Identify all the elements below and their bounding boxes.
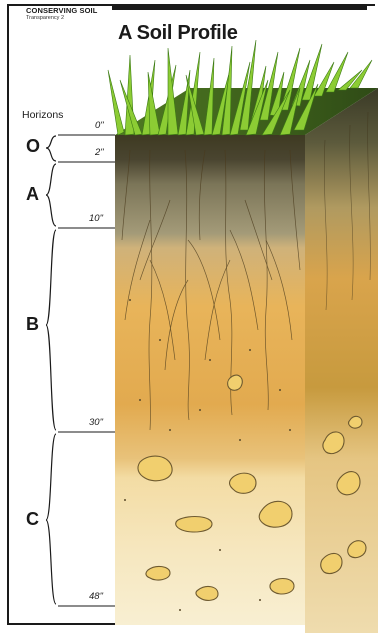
brace-o bbox=[46, 136, 56, 161]
depth-guides bbox=[58, 135, 115, 606]
horizon-label-a: A bbox=[26, 184, 39, 205]
horizon-label-o: O bbox=[26, 136, 40, 157]
horizon-label-c: C bbox=[26, 509, 39, 530]
horizon-braces bbox=[46, 136, 56, 604]
block-front-face bbox=[115, 135, 305, 625]
brace-a bbox=[46, 164, 56, 226]
depth-label-2: 2" bbox=[95, 147, 104, 158]
horizon-label-b: B bbox=[26, 314, 39, 335]
brace-c bbox=[46, 434, 56, 604]
brace-b bbox=[46, 230, 56, 430]
depth-label-30: 30" bbox=[89, 417, 103, 428]
block-side-face bbox=[305, 88, 378, 633]
depth-label-10: 10" bbox=[89, 213, 103, 224]
depth-label-0: 0" bbox=[95, 120, 104, 131]
horizons-heading: Horizons bbox=[22, 109, 63, 121]
depth-label-48: 48" bbox=[89, 591, 103, 602]
